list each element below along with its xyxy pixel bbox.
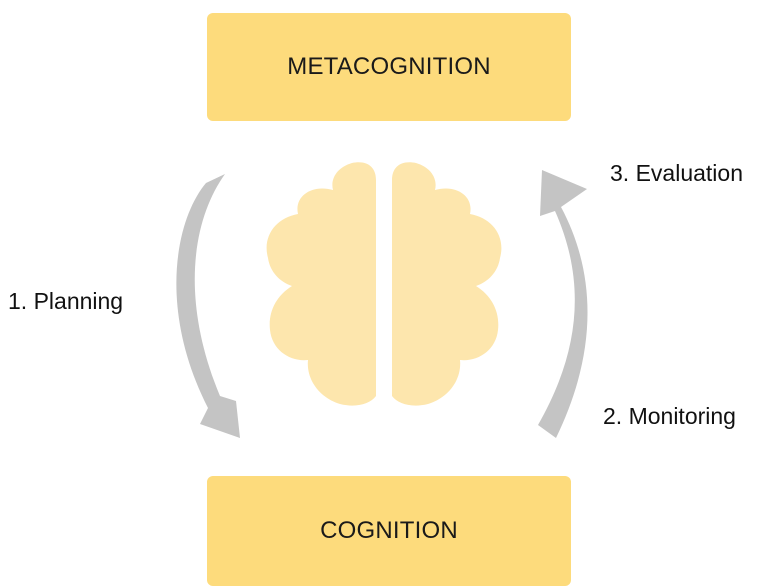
stage-label-evaluation: 3. Evaluation xyxy=(610,160,743,186)
curved-arrow-up-icon xyxy=(538,170,588,438)
stage-label-monitoring: 2. Monitoring xyxy=(603,403,736,429)
metacognition-label: METACOGNITION xyxy=(287,53,491,80)
brain-icon xyxy=(266,162,502,406)
metacognition-box: METACOGNITION xyxy=(207,13,571,121)
stage-label-planning: 1. Planning xyxy=(8,288,124,314)
brain-left-hemisphere xyxy=(266,162,376,406)
cognition-box: COGNITION xyxy=(207,476,571,586)
brain-right-hemisphere xyxy=(392,162,502,406)
cognition-label: COGNITION xyxy=(320,517,458,544)
curved-arrow-down-icon xyxy=(176,174,240,438)
